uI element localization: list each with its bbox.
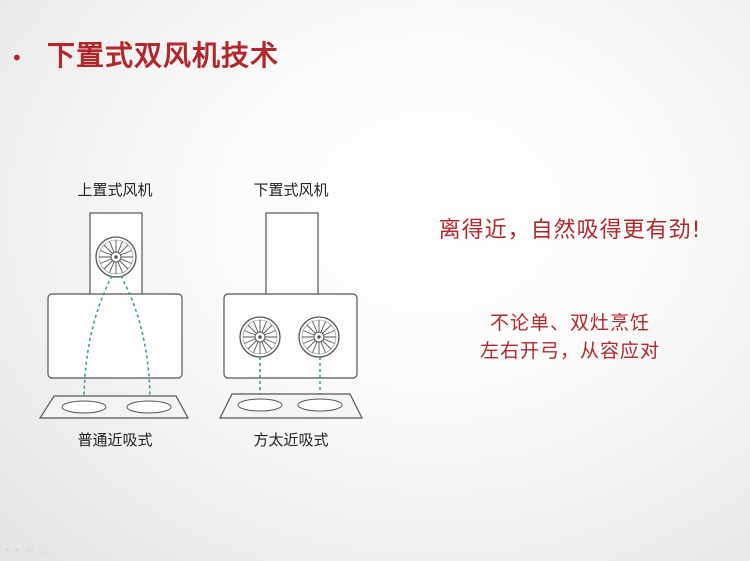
left-hood-body — [47, 293, 183, 379]
slide-nav-controls[interactable]: ◂ ▸ ⧉ ◻ — [4, 545, 50, 555]
sub-line-2: 左右开弓，从容应对 — [479, 340, 660, 362]
right-hood — [219, 212, 363, 419]
right-chimney — [265, 212, 319, 296]
right-burner-2 — [297, 398, 343, 412]
left-top-label: 上置式风机 — [77, 181, 153, 199]
right-burner-1 — [237, 398, 283, 412]
left-hood — [38, 212, 190, 419]
headline-text: 离得近，自然吸得更有劲! — [438, 218, 702, 243]
left-burner-1 — [61, 400, 107, 414]
slide-title: 下置式双风机技术 — [47, 39, 280, 72]
title-bullet: • — [11, 46, 23, 70]
sub-line-1: 不论单、双灶烹饪 — [489, 312, 650, 334]
right-top-label: 下置式风机 — [253, 181, 329, 199]
right-fan-right-icon — [298, 316, 340, 358]
left-burner-2 — [126, 400, 172, 414]
left-airflow-line-2 — [120, 275, 151, 404]
left-bottom-label: 普通近吸式 — [77, 431, 153, 449]
left-airflow-line-1 — [83, 275, 113, 404]
right-fan-left-icon — [239, 316, 281, 358]
right-bottom-label: 方太近吸式 — [253, 431, 329, 449]
left-fan-icon — [95, 236, 137, 278]
